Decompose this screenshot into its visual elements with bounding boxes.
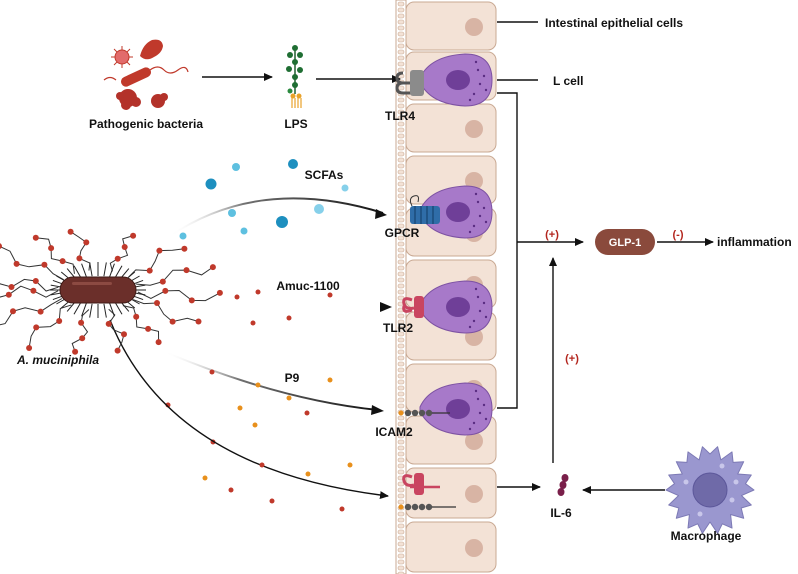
a-muciniphila-icon [0, 228, 223, 355]
tlr4-label: TLR4 [385, 109, 415, 123]
icam2-receptor-icon [398, 409, 450, 417]
macrophage-icon [665, 446, 755, 534]
lps-label: LPS [284, 117, 307, 131]
bottom-dots [202, 462, 353, 512]
arrow-scfas-gpcr [169, 197, 384, 237]
gpcr-receptor-icon [409, 195, 440, 224]
lps-molecule-icon [286, 45, 303, 108]
p9-label: P9 [285, 371, 300, 385]
il6-label: IL-6 [550, 506, 572, 520]
p9-dots [165, 369, 333, 445]
tlr4-receptor-icon [395, 70, 424, 96]
l-cell-label: L cell [553, 74, 583, 88]
intestinal-epithelial-cells-label: Intestinal epithelial cells [545, 16, 683, 30]
amuc-1100-dots [234, 289, 333, 326]
il6-molecule-icon [557, 474, 569, 496]
l-cell [419, 382, 493, 436]
arrow-p9-icam2 [164, 351, 379, 411]
scfas-dots [179, 159, 349, 240]
pathogenic-bacteria-icon [103, 39, 189, 110]
gpcr-label: GPCR [385, 226, 420, 240]
tlr2-label: TLR2 [383, 321, 413, 335]
plus-top-label: (+) [545, 229, 559, 241]
epithelial-cell [405, 1, 497, 51]
minus-label: (-) [673, 229, 684, 241]
bottom-tlr2-receptor-icon [402, 473, 440, 495]
a-muciniphila-label: A. muciniphila [16, 353, 99, 367]
amuc-1100-label: Amuc-1100 [276, 279, 340, 293]
arrow-amuc-bottom-cell [109, 319, 389, 500]
tlr2-receptor-icon [402, 296, 424, 318]
l-cell [419, 185, 493, 239]
glp1-label: GLP-1 [609, 237, 641, 249]
epithelial-cell [405, 103, 497, 153]
scfas-label: SCFAs [305, 168, 344, 182]
pathogenic-bacteria-label: Pathogenic bacteria [89, 117, 203, 131]
l-cell [419, 280, 493, 334]
icam2-label: ICAM2 [375, 425, 413, 439]
l-cell [419, 53, 493, 107]
glp1-badge [595, 229, 655, 255]
bracket-lines [497, 92, 518, 409]
epithelial-layer [395, 0, 497, 574]
inflammation-label: inflammation [717, 235, 792, 249]
epithelial-cell [405, 521, 497, 573]
bottom-icam2-receptor-icon [398, 503, 456, 511]
macrophage-label: Macrophage [671, 529, 742, 543]
plus-mid-label: (+) [565, 353, 579, 365]
